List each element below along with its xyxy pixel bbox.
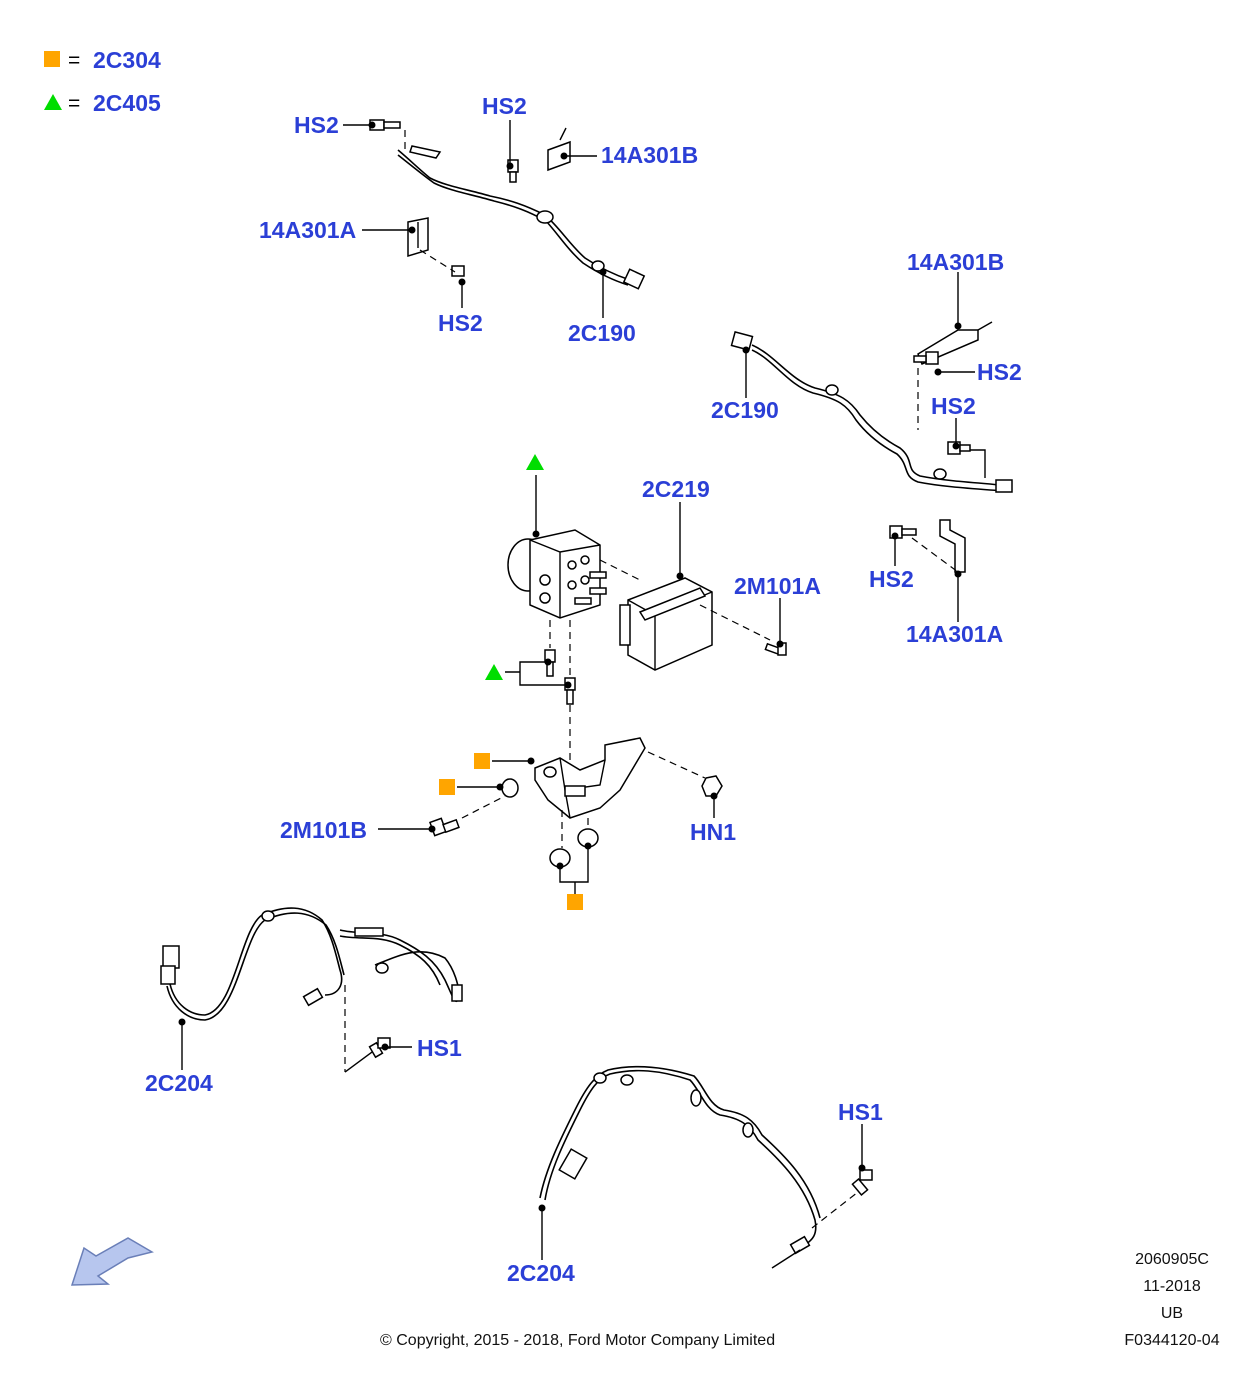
callout-14a301b: 14A301B [907,249,1004,275]
callout-hs2: HS2 [294,112,339,138]
legend-code-square: 2C304 [93,47,161,73]
callout-2c204: 2C204 [507,1260,575,1286]
callout-hs2: HS2 [931,393,976,419]
cable-grommet [690,1089,702,1107]
wheel-speed-sensor-head [789,1235,811,1255]
leaders-rear-bottom [538,1124,866,1260]
legend-square-symbol [44,51,60,67]
callout-hs1: HS1 [417,1035,462,1061]
sensor-connector [162,945,180,969]
callout-hs1: HS1 [838,1099,883,1125]
callout-hs2: HS2 [482,93,527,119]
cable-grommet [591,260,605,272]
nut-hn1 [701,775,723,797]
cable-grommet [933,468,947,480]
mounting-studs [544,620,576,780]
brake-line-ports [539,555,607,605]
callout-2c190: 2C190 [568,320,636,346]
legend-code-triangle: 2C405 [93,90,161,116]
bolt-hs2 [451,265,465,277]
isolator-grommets [501,778,599,868]
cable-grommet [375,962,389,974]
rear-sensor-cable-bottom-group [539,1065,873,1269]
callout-2c219: 2C219 [642,476,710,502]
callout-hn1: HN1 [690,819,736,845]
sensor-connector [730,330,754,352]
cable-grommet [261,910,275,922]
sensor-cable-2c204-left [169,907,343,1016]
callout-14a301a: 14A301A [906,621,1003,647]
cable-grommet [825,384,839,396]
cable-grommet [620,1074,634,1086]
abs-mounting-bracket [534,737,646,819]
bolt-hs2 [913,351,939,365]
marker-2c304-square [439,779,455,795]
sensor-cable-2c190-right [751,344,1009,487]
vehicle-direction-arrow-icon [70,1237,154,1286]
abs-control-module [619,577,713,671]
front-left-sensor-cable-group [369,119,646,290]
callout-2m101a: 2M101A [734,573,821,599]
marker-2c405-triangle [485,664,503,680]
callout-2c204: 2C204 [145,1070,213,1096]
marker-2c405-triangle [526,454,544,470]
leaders-right-group [742,272,975,622]
leaders-rear-left [178,1018,412,1070]
callout-14a301b: 14A301B [601,142,698,168]
bracket-14a301b-top [547,140,571,172]
drawing-number: 2060905C [1135,1251,1209,1268]
cable-grommet [742,1122,754,1138]
wheel-speed-sensor-head [451,984,463,1002]
cable-grommet [536,210,554,224]
callout-2c190: 2C190 [711,397,779,423]
marker-2c304-square [567,894,583,910]
region-code: UB [1160,1305,1184,1322]
sensor-cable-2c190-top [397,149,631,281]
leaders-abs [532,475,784,648]
front-right-sensor-cable-group [730,321,1013,573]
legend: = 2C304 = 2C405 [44,47,161,116]
bolt-hs1 [851,1169,873,1196]
legend-equals: = [68,49,80,72]
bolt-hs2 [947,441,971,455]
callout-hs2: HS2 [438,310,483,336]
leaders-top-group [343,120,607,318]
sensor-connector [995,479,1013,493]
bracket-14a301a-right [939,519,966,573]
leaders-bracket [378,757,718,894]
sensor-connector [622,268,646,290]
sensor-connector [558,1148,588,1180]
legend-triangle-symbol [44,94,62,110]
legend-equals: = [68,92,80,115]
copyright-notice: © Copyright, 2015 - 2018, Ford Motor Com… [380,1332,776,1349]
figure-number: F0344120-04 [1124,1332,1220,1349]
callout-14a301a: 14A301A [259,217,356,243]
drawing-date: 11-2018 [1143,1278,1201,1295]
callout-hs2: HS2 [869,566,914,592]
bolt-2m101a [764,642,787,656]
wheel-speed-sensor-head [302,987,324,1007]
callout-hs2: HS2 [977,359,1022,385]
rear-sensor-cable-left-group [160,907,463,1073]
cable-clip [409,145,442,159]
callout-2m101b: 2M101B [280,817,367,843]
cable-grommet [593,1072,607,1084]
abs-hydraulic-unit [507,529,607,619]
marker-2c304-square [474,753,490,769]
